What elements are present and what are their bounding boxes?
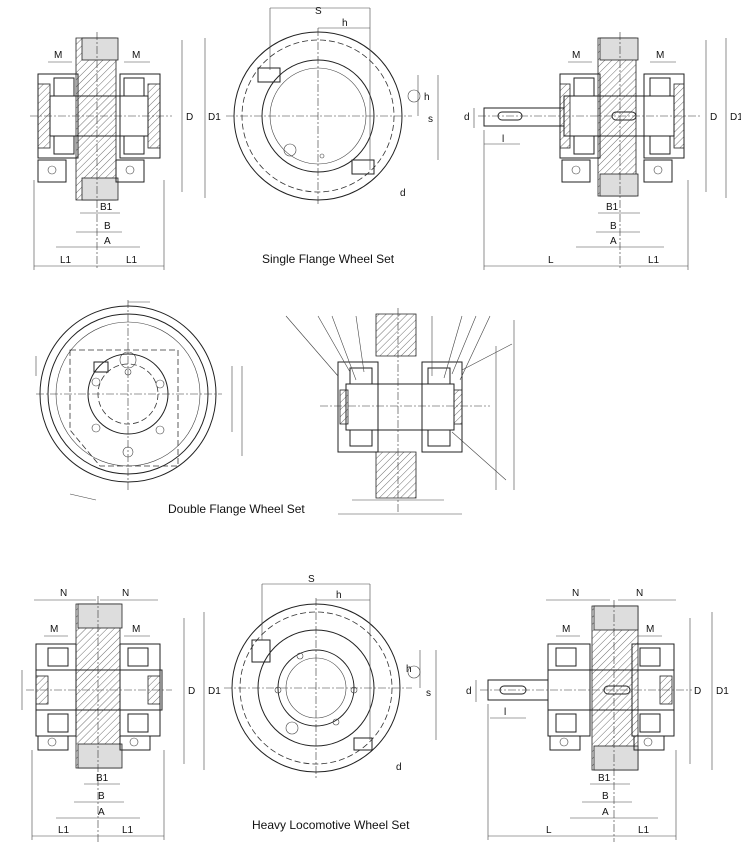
dim-l1-left-3: L1: [58, 825, 70, 836]
dim-a-3: A: [98, 807, 105, 818]
single-flange-driven-section-view: [473, 32, 727, 270]
dim-s-right-3: s: [426, 688, 431, 699]
dim-a-4: A: [602, 807, 609, 818]
dim-d-shaft-4: d: [466, 686, 472, 697]
dim-l-shaft: l: [502, 134, 504, 145]
dim-d1-bolt-3: d: [396, 762, 402, 773]
dim-m-right: M: [132, 50, 140, 61]
heavy-locomotive-front-view: [224, 583, 437, 778]
dim-b-3: B: [98, 791, 105, 802]
dim-b1-3: B1: [96, 773, 109, 784]
heavy-locomotive-section-view: [21, 596, 205, 842]
dim-d1: D1: [208, 112, 221, 123]
dim-l1-4: L1: [638, 825, 650, 836]
dim-s-top: S: [315, 6, 322, 17]
dim-m-right-4: M: [646, 624, 654, 635]
heavy-locomotive-driven-section-view: [475, 599, 713, 842]
dim-h-top-3: h: [336, 590, 342, 601]
caption-heavy-locomotive: Heavy Locomotive Wheel Set: [252, 818, 410, 832]
dim-m-left: M: [54, 50, 62, 61]
dim-l1-right: L1: [126, 255, 138, 266]
single-flange-section-view: [30, 32, 206, 270]
double-flange-front-view: [35, 300, 243, 501]
double-flange-section-view: [285, 308, 515, 515]
caption-single-flange: Single Flange Wheel Set: [262, 252, 395, 266]
dim-m-right-3: M: [132, 624, 140, 635]
dim-d1-bolt: d: [400, 188, 406, 199]
dim-m-left-2: M: [572, 50, 580, 61]
dim-b1: B1: [100, 202, 113, 213]
single-flange-front-view: [226, 7, 439, 206]
dim-n-right-4: N: [636, 588, 643, 599]
dim-s-top-3: S: [308, 574, 315, 585]
dim-h-right-3: h: [406, 664, 412, 675]
dim-h-right: h: [424, 92, 430, 103]
dim-d1-4: D1: [716, 686, 729, 697]
dim-l-shaft-4: l: [504, 707, 506, 718]
dim-d-3: D: [188, 686, 195, 697]
dim-b-2: B: [610, 221, 617, 232]
dim-n-left: N: [60, 588, 67, 599]
dim-m-left-4: M: [562, 624, 570, 635]
dim-a: A: [104, 236, 111, 247]
dim-s-right: s: [428, 114, 433, 125]
dim-d-shaft: d: [464, 112, 470, 123]
dim-l1-2: L1: [648, 255, 660, 266]
dim-n-left-4: N: [572, 588, 579, 599]
caption-double-flange: Double Flange Wheel Set: [168, 502, 305, 516]
dim-d-4: D: [694, 686, 701, 697]
dim-d1-3: D1: [208, 686, 221, 697]
dim-b-4: B: [602, 791, 609, 802]
dim-b: B: [104, 221, 111, 232]
dim-m-left-3: M: [50, 624, 58, 635]
dim-m-right-2: M: [656, 50, 664, 61]
dim-l1-right-3: L1: [122, 825, 134, 836]
dim-l-2: L: [548, 255, 554, 266]
dim-b1-4: B1: [598, 773, 611, 784]
dim-h-top: h: [342, 18, 348, 29]
dim-n-right: N: [122, 588, 129, 599]
dim-b1-2: B1: [606, 202, 619, 213]
dim-l-4: L: [546, 825, 552, 836]
dim-d: D: [186, 112, 193, 123]
dim-l1-left: L1: [60, 255, 72, 266]
dim-a-2: A: [610, 236, 617, 247]
dim-d-2: D: [710, 112, 717, 123]
dim-d1-2: D1: [730, 112, 741, 123]
